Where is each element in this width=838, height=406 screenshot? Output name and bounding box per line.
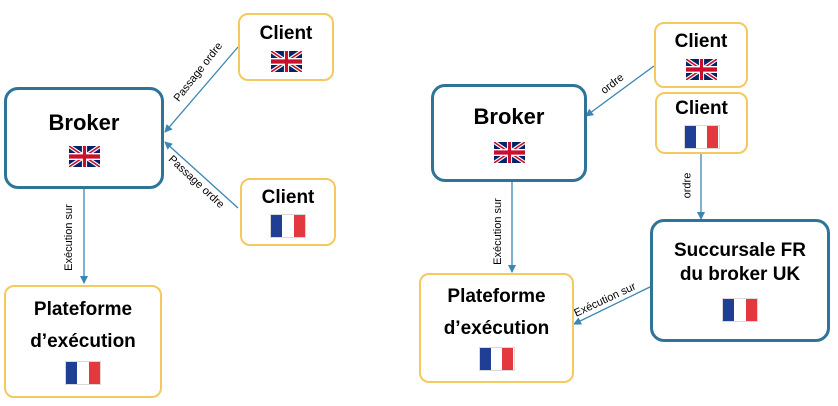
branch-title-line2: du broker UK <box>679 263 801 285</box>
client-title: Client <box>674 30 728 52</box>
client-title: Client <box>261 186 315 208</box>
uk-flag-icon <box>493 142 525 164</box>
france-flag-icon <box>722 298 758 323</box>
broker-title: Broker <box>48 109 120 135</box>
platform-title-line1: Plateforme <box>33 298 133 320</box>
uk-flag-icon <box>685 59 717 81</box>
edge-label-ordre-fr: ordre <box>681 172 694 199</box>
uk-flag-icon <box>68 146 100 168</box>
client-title: Client <box>259 22 313 44</box>
arrow-branch-to-platform-right <box>573 285 653 325</box>
client-uk-box-left: Client <box>238 13 334 81</box>
client-uk-box-right: Client <box>654 22 748 88</box>
platform-title-line2: d’exécution <box>30 330 136 352</box>
france-flag-icon <box>65 361 101 386</box>
branch-box-right: Succursale FR du broker UK <box>650 219 830 342</box>
platform-title-line2: d’exécution <box>443 318 550 339</box>
arrow-client-fr-to-broker-left <box>164 141 239 209</box>
platform-box-right: Plateforme d’exécution <box>419 273 574 383</box>
broker-title: Broker <box>473 103 545 129</box>
platform-title-line1: Plateforme <box>447 286 546 308</box>
edge-label-execution-sur-right: Exécution sur <box>491 198 504 265</box>
uk-flag-icon <box>270 51 302 73</box>
edge-label-execution-sur-left: Exécution sur <box>62 204 75 271</box>
france-flag-icon <box>683 124 720 149</box>
arrow-client-uk-to-broker-left <box>164 46 239 133</box>
france-flag-icon <box>478 346 515 371</box>
branch-title-line1: Succursale FR <box>674 239 806 261</box>
client-title: Client <box>675 98 728 120</box>
france-flag-icon <box>270 214 306 239</box>
arrow-client-uk-to-broker-right <box>585 65 655 117</box>
client-fr-box-left: Client <box>240 178 336 246</box>
broker-box-left: Broker <box>4 87 164 189</box>
platform-box-left: Plateforme d’exécution <box>4 285 162 398</box>
broker-box-right: Broker <box>431 84 587 182</box>
client-fr-box-right: Client <box>655 92 748 154</box>
